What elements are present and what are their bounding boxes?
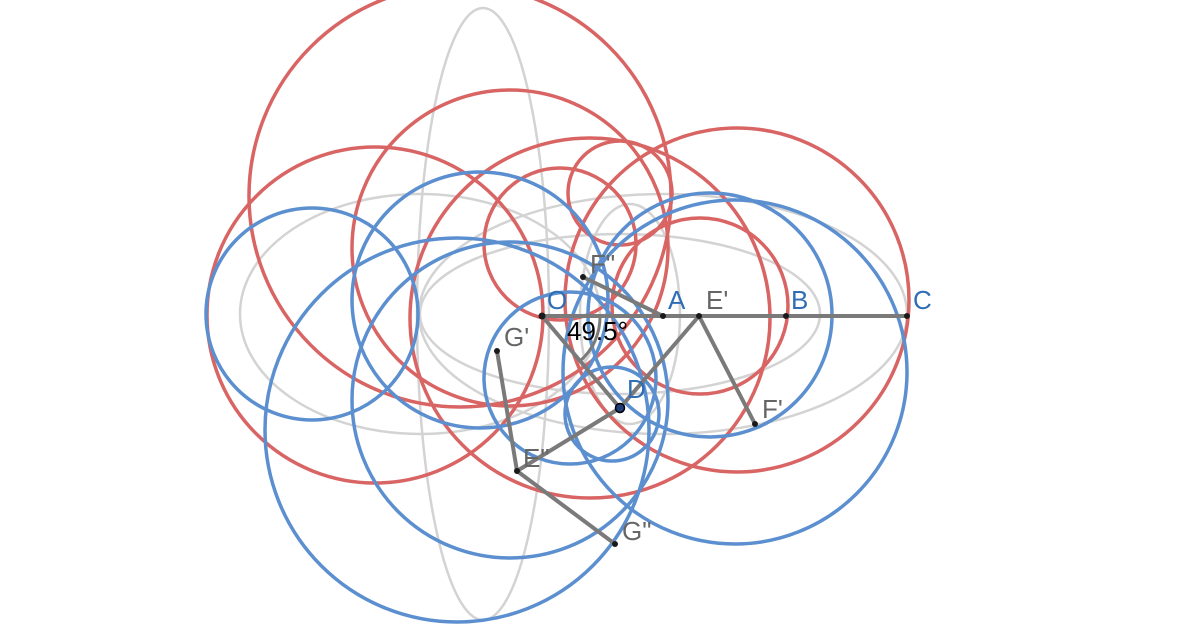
red-circle-2 bbox=[350, 88, 670, 408]
blue-circle-6 bbox=[561, 198, 909, 546]
point-O[interactable] bbox=[538, 312, 546, 320]
point-D[interactable] bbox=[614, 402, 626, 414]
point-A[interactable] bbox=[660, 313, 666, 319]
label-D: D bbox=[627, 374, 646, 404]
segments bbox=[495, 275, 909, 546]
segment-E1-F1 bbox=[697, 314, 757, 426]
segment-G1-E2 bbox=[495, 349, 519, 473]
label-O: O bbox=[547, 285, 567, 315]
label-C: C bbox=[913, 285, 932, 315]
segment-E2-G2 bbox=[515, 469, 617, 546]
blue-circle-2 bbox=[350, 170, 610, 430]
segment-A-F2 bbox=[581, 275, 665, 318]
segment-D-E2 bbox=[515, 406, 622, 473]
segment-E1-D bbox=[618, 314, 701, 410]
point-F2[interactable] bbox=[580, 274, 586, 280]
point-F1[interactable] bbox=[752, 421, 758, 427]
angle-arc bbox=[579, 315, 602, 363]
red-circles bbox=[205, 0, 911, 500]
point-E1[interactable] bbox=[696, 313, 702, 319]
label-A: A bbox=[668, 285, 686, 315]
blue-circle-7 bbox=[482, 290, 658, 466]
red-circle-8 bbox=[610, 216, 790, 396]
points[interactable] bbox=[494, 274, 910, 547]
label-E1: E' bbox=[706, 285, 728, 315]
label-E2: E" bbox=[523, 443, 550, 473]
blue-circle-5 bbox=[350, 240, 670, 560]
point-C[interactable] bbox=[904, 313, 910, 319]
blue-circle-8 bbox=[563, 365, 661, 463]
blue-circle-1 bbox=[204, 206, 420, 422]
angle-label: 49.5° bbox=[567, 316, 628, 346]
point-labels: O A E' B C D F' F" G' E" G" 49.5° bbox=[504, 249, 932, 546]
point-E2[interactable] bbox=[514, 468, 520, 474]
label-F2: F" bbox=[590, 249, 615, 279]
label-G2: G" bbox=[622, 516, 651, 546]
red-circle-3 bbox=[563, 126, 911, 474]
point-G2[interactable] bbox=[612, 541, 618, 547]
label-G1: G' bbox=[504, 322, 529, 352]
label-F1: F' bbox=[762, 394, 783, 424]
label-B: B bbox=[791, 285, 808, 315]
blue-circles bbox=[204, 170, 909, 624]
blue-circle-4 bbox=[263, 236, 651, 624]
point-G1[interactable] bbox=[494, 348, 500, 354]
point-B[interactable] bbox=[783, 313, 789, 319]
